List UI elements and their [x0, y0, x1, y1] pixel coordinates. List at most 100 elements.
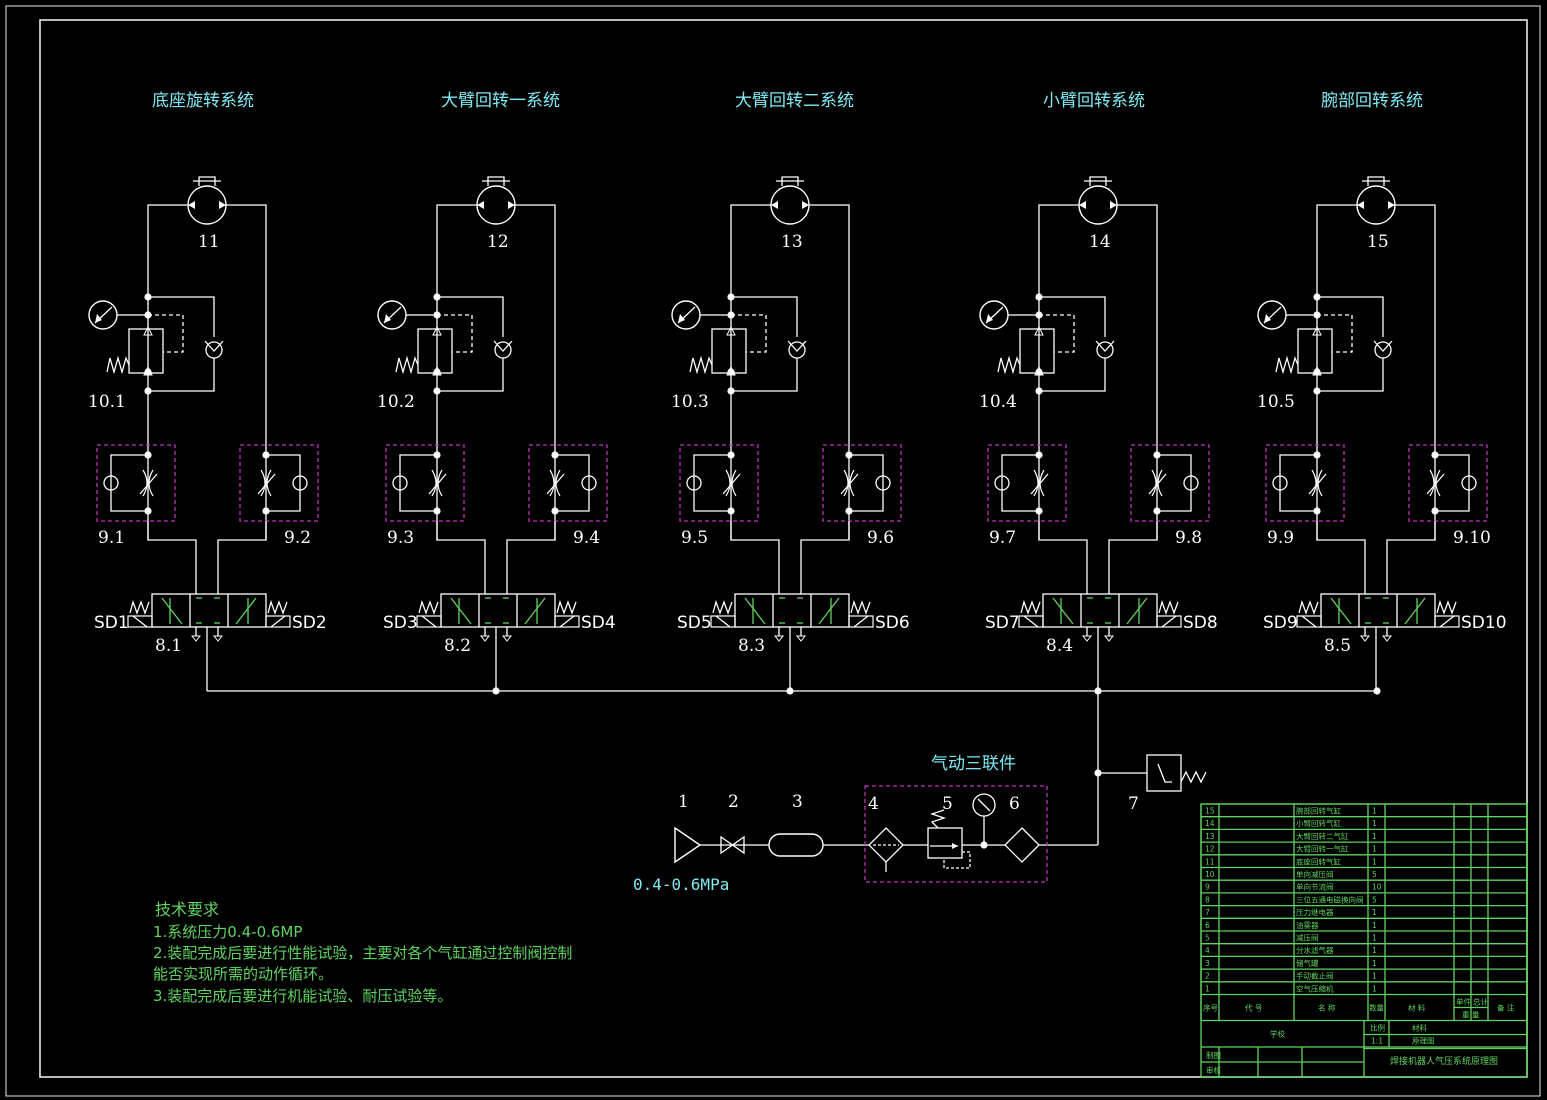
left-supply-line — [436, 204, 477, 540]
pilot-dashed-line — [1317, 314, 1353, 353]
directional-valve-body — [1320, 593, 1436, 628]
title-block-scale: 1:1 — [1371, 1037, 1383, 1046]
frl-unit-title: 气动三联件 — [931, 754, 1016, 774]
check-valve-icon — [494, 341, 512, 359]
right-supply-line — [226, 204, 267, 540]
notes-heading: 技术要求 — [155, 900, 219, 919]
directional-valve-label: 8.5 — [1324, 636, 1351, 656]
spring-icon — [929, 809, 947, 829]
bypass-line — [693, 454, 731, 512]
bom-cell-no: 13 — [1205, 832, 1215, 841]
port-triangle-icon — [1079, 201, 1086, 209]
port-triangle-icon — [1388, 201, 1395, 209]
solenoid-right-label: SD10 — [1461, 613, 1507, 633]
check-valve-icon — [103, 475, 119, 491]
spring-icon — [1180, 770, 1207, 784]
throttle-check-valve-box — [1408, 444, 1488, 522]
valve-flow-path — [450, 597, 472, 625]
bypass-line — [1435, 454, 1470, 512]
solenoid-right-label: SD4 — [581, 613, 616, 633]
port-triangle-icon — [219, 201, 226, 209]
subsystem-title: 腕部回转系统 — [1321, 91, 1423, 111]
reducing-valve-body — [1297, 328, 1333, 374]
reducing-valve-label: 10.3 — [671, 392, 709, 412]
bom-cell-name: 储气罐 — [1296, 958, 1319, 968]
check-valve-seat — [204, 340, 224, 352]
check-bypass-line — [1039, 358, 1106, 392]
pilot-dashed-line — [731, 314, 767, 353]
left-supply-line — [730, 204, 771, 540]
valve-flow-path — [1126, 597, 1148, 625]
exhaust-icon — [1359, 635, 1371, 642]
flow-arrow-icon — [143, 325, 153, 336]
motor-label: 13 — [781, 232, 803, 252]
bom-cell-name: 腕部回转气缸 — [1296, 806, 1341, 816]
solenoid-right-label: SD6 — [875, 613, 910, 633]
throttle-valve-label: 9.8 — [1175, 528, 1202, 548]
left-supply-line — [147, 204, 188, 540]
throttle-check-valve-box — [987, 444, 1067, 522]
check-valve-icon — [875, 475, 891, 491]
component-number-label: 1 — [678, 792, 689, 812]
reducing-valve-body — [128, 328, 164, 374]
throttle-valve-label: 9.2 — [284, 528, 311, 548]
port-triangle-icon — [508, 201, 515, 209]
bom-header-weight: 重 量 — [1462, 1011, 1480, 1020]
exhaust-icon — [1103, 635, 1115, 642]
component-number-label: 2 — [728, 792, 739, 812]
valve-flow-path — [524, 597, 546, 625]
valve-port-line — [506, 521, 556, 594]
directional-valve-body — [734, 593, 850, 628]
bypass-line — [1001, 454, 1039, 512]
valve-flow-path — [818, 597, 840, 625]
adjust-arrow — [139, 473, 158, 495]
directional-valve-label: 8.4 — [1046, 636, 1073, 656]
spring-icon — [556, 599, 577, 615]
switch-contact — [1157, 763, 1172, 783]
check-bypass-line — [437, 358, 504, 392]
notes-line-3: 能否实现所需的动作循环。 — [153, 965, 333, 983]
spring-icon — [418, 599, 439, 615]
compressor-icon — [674, 826, 702, 864]
component-number-label: 7 — [1128, 794, 1139, 814]
gauge-needle-tip — [986, 314, 993, 323]
reducing-valve-label: 10.4 — [979, 392, 1017, 412]
bom-cell-name: 油雾器 — [1296, 920, 1319, 930]
subsystem-title: 大臂回转一系统 — [441, 91, 560, 111]
gauge-needle — [977, 798, 991, 812]
right-supply-line — [1395, 204, 1436, 540]
junction-dot — [433, 293, 441, 301]
throttle-check-valve-box — [385, 444, 465, 522]
throttle-check-valve-box — [528, 444, 608, 522]
spring-icon — [267, 599, 288, 615]
bypass-line — [1157, 454, 1192, 512]
spring-icon — [1158, 599, 1179, 615]
check-valve-seat — [493, 340, 513, 352]
notes-line-4: 3.装配完成后要进行机能试验、耐压试验等。 — [153, 987, 452, 1005]
check-bypass-line — [1039, 296, 1106, 337]
spring-icon — [850, 599, 871, 615]
spring-icon — [129, 599, 150, 615]
throttle-check-valve-box — [1130, 444, 1210, 522]
solenoid-diagonal — [1301, 615, 1317, 628]
motor-label: 11 — [198, 232, 220, 252]
exhaust-icon — [501, 635, 513, 642]
junction-dot — [492, 687, 500, 695]
bom-cell-name: 大臂回转二气缸 — [1296, 831, 1349, 841]
solenoid-coil-icon — [1018, 615, 1044, 628]
check-bypass-line — [731, 296, 798, 337]
bom-cell-name: 小臂回转气缸 — [1296, 818, 1341, 828]
notes-line-1: 1.系统压力0.4-0.6MP — [153, 923, 302, 941]
bom-cell-no: 3 — [1205, 959, 1210, 968]
junction-dot — [786, 687, 794, 695]
directional-valve-label: 8.2 — [444, 636, 471, 656]
flow-arrow-icon — [1312, 325, 1322, 336]
bypass-line — [849, 454, 884, 512]
bom-cell-qty: 1 — [1372, 972, 1377, 981]
check-valve-icon — [292, 475, 308, 491]
check-bypass-line — [437, 296, 504, 337]
valve-port-line — [1038, 521, 1088, 594]
